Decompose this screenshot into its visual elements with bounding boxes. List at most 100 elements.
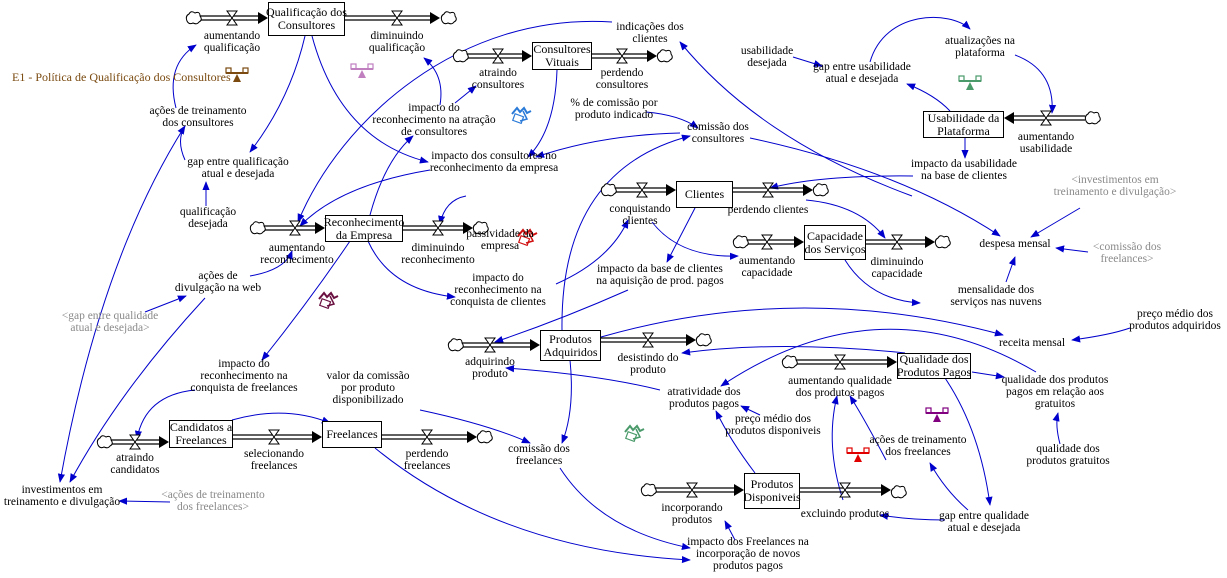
- stock-candidatos-a-freelances[interactable]: Candidatos a Freelances: [169, 420, 233, 448]
- valve-icon[interactable]: [636, 182, 648, 198]
- variable-qualidade-dos-produtos-pagos-em-relacao-aos-gratuitos[interactable]: qualidade dos produtos pagos em relação …: [1001, 374, 1109, 410]
- flow-arrow-icon: [887, 356, 897, 368]
- flow-conquistando-clientes[interactable]: [615, 182, 676, 198]
- variable-atratividade-dos-produtos-pagos[interactable]: atratividade dos produtos pagos: [667, 386, 741, 410]
- causal-link: [559, 467, 691, 550]
- valve-icon[interactable]: [616, 48, 628, 64]
- flow-aumentando-qualidade-dos-produtos-pagos[interactable]: [796, 354, 897, 370]
- flow-arrow-icon: [647, 50, 657, 62]
- flow-arrow-icon: [159, 436, 169, 448]
- variable-impacto-dos-freelances-na-incorporacao-de-novos-produtos-pagos[interactable]: impacto dos Freelances na incorporação d…: [687, 536, 809, 572]
- valve-icon[interactable]: [226, 10, 238, 26]
- flow-perdendo-freelances[interactable]: [382, 429, 477, 445]
- variable-qualidade-dos-produtos-gratuitos[interactable]: qualidade dos produtos gratuitos: [1026, 443, 1110, 467]
- causal-link: [1005, 256, 1016, 283]
- shadow-variable-comissao-dos-freelances[interactable]: <comissão dos freelances>: [1092, 241, 1162, 265]
- valve-icon[interactable]: [1040, 110, 1052, 126]
- valve-icon[interactable]: [484, 337, 496, 353]
- flow-selecionando-freelances[interactable]: [233, 429, 322, 445]
- flow-aumentando-usabilidade[interactable]: [1004, 110, 1085, 126]
- variable-despesa-mensal[interactable]: despesa mensal: [979, 238, 1051, 250]
- causal-link: [869, 16, 971, 63]
- valve-icon[interactable]: [834, 354, 846, 370]
- variable-impacto-do-reconhecimento-na-conquista-de-clientes[interactable]: impacto do reconhecimento na conquista d…: [450, 272, 546, 308]
- valve-icon[interactable]: [891, 234, 903, 250]
- cloud-icon: [732, 235, 749, 249]
- causal-link: [249, 35, 306, 153]
- causal-link: [1030, 207, 1081, 238]
- reinforcing-loop-icon: [624, 424, 645, 443]
- valve-icon[interactable]: [391, 10, 403, 26]
- variable-usabilidade-desejada[interactable]: usabilidade desejada: [740, 45, 794, 69]
- variable-impacto-da-usabilidade-na-base-de-clientes[interactable]: impacto da usabilidade na base de client…: [910, 158, 1018, 182]
- valve-icon[interactable]: [761, 234, 773, 250]
- valve-icon[interactable]: [642, 332, 654, 348]
- stock-produtos-adquiridos[interactable]: Produtos Adquiridos: [540, 330, 601, 361]
- variable-acoes-de-treinamento-dos-consultores[interactable]: ações de treinamento dos consultores: [149, 105, 247, 129]
- variable-gap-entre-qualidade-atual-e-desejada[interactable]: gap entre qualidade atual e desejada: [938, 510, 1030, 534]
- stock-qualificacao-dos-consultores[interactable]: Qualificação dos Consultores: [266, 2, 347, 36]
- shadow-variable-acoes-de-treinamento-dos-freelances[interactable]: <ações de treinamento dos freelances>: [161, 489, 265, 513]
- variable-impacto-do-reconhecimento-na-atracao-de-consultores[interactable]: impacto do reconhecimento na atração de …: [372, 102, 496, 138]
- flow-diminuindo-reconhecimento[interactable]: [403, 220, 473, 236]
- variable-impacto-do-reconhecimento-na-conquista-de-freelances[interactable]: impacto do reconhecimento na conquista d…: [190, 358, 298, 394]
- flow-diminuindo-capacidade[interactable]: [866, 234, 935, 250]
- variable-comissao-dos-freelances[interactable]: comissão dos freelances: [508, 443, 570, 467]
- stock-usabilidade-da-plataforma[interactable]: Usabilidade da Plataforma: [923, 111, 1004, 138]
- flow-aumentando-reconhecimento[interactable]: [264, 220, 325, 236]
- valve-icon[interactable]: [421, 429, 433, 445]
- variable-acoes-de-treinamento-dos-freelances[interactable]: ações de treinamento dos freelances: [869, 434, 967, 458]
- flow-adquirindo-produto[interactable]: [462, 337, 540, 353]
- shadow-variable-investimentos-em-treinamento-e-divulgacao[interactable]: <investimentos em treinamento e divulgaç…: [1053, 174, 1177, 198]
- variable-preco-medio-dos-produtos-adquiridos[interactable]: preço médio dos produtos adquiridos: [1129, 308, 1221, 332]
- variable-acoes-de-divulgacao-na-web[interactable]: ações de divulgação na web: [174, 270, 262, 294]
- variable-comissao-dos-consultores[interactable]: comissão dos consultores: [687, 121, 749, 145]
- variable-gap-entre-usabilidade-atual-e-desejada[interactable]: gap entre usabilidade atual e desejada: [813, 61, 911, 85]
- flow-atraindo-consultores[interactable]: [467, 48, 532, 64]
- variable-gap-entre-qualificacao-atual-e-desejada[interactable]: gap entre qualificação atual e desejada: [187, 156, 289, 180]
- flow-aumentando-capacidade[interactable]: [747, 234, 804, 250]
- flow-perdendo-consultores[interactable]: [592, 48, 657, 64]
- flow-arrow-icon: [430, 12, 440, 24]
- variable-preco-medio-dos-produtos-disponiveis[interactable]: preço médio dos produtos disponiveis: [725, 413, 821, 437]
- flow-atraindo-candidatos[interactable]: [111, 434, 169, 450]
- valve-icon[interactable]: [289, 220, 301, 236]
- valve-icon[interactable]: [432, 220, 444, 236]
- variable-impacto-da-base-de-clientes-na-aquisicao-de-prod-pagos[interactable]: impacto da base de clientes na aquisição…: [596, 263, 724, 287]
- valve-icon[interactable]: [268, 429, 280, 445]
- flow-aumentando-qualificacao[interactable]: [200, 10, 268, 26]
- variable-mensalidade-dos-servicos-nas-nuvens[interactable]: mensalidade dos serviços nas nuvens: [950, 284, 1042, 308]
- variable-valor-da-comissao-por-produto-disponibilizado[interactable]: valor da comissão por produto disponibil…: [326, 370, 410, 406]
- shadow-variable-gap-entre-qualidade-atual-e-desejada[interactable]: <gap entre qualidade atual e desejada>: [61, 310, 159, 334]
- stock-freelances[interactable]: Freelances: [322, 421, 382, 448]
- stock-clientes[interactable]: Clientes: [676, 181, 733, 208]
- stock-reconhecimento-da-empresa[interactable]: Reconhecimento da Empresa: [323, 214, 405, 242]
- stock-qualidade-dos-produtos-pagos[interactable]: Qualidade dos Produtos Pagos: [896, 352, 972, 379]
- flow-incorporando-produtos[interactable]: [655, 482, 744, 498]
- cloud-icon: [695, 333, 712, 347]
- variable-qualificacao-desejada[interactable]: qualificação desejada: [179, 206, 237, 230]
- variable-indicacoes-dos-clientes[interactable]: indicações dos clientes: [616, 21, 684, 45]
- flow-desistindo-do-produto[interactable]: [601, 332, 696, 348]
- causal-link: [438, 195, 467, 225]
- variable-de-comissao-por-produto-indicado[interactable]: % de comissão por produto indicado: [570, 97, 658, 121]
- flow-diminuindo-qualificacao[interactable]: [345, 10, 440, 26]
- valve-icon[interactable]: [129, 434, 141, 450]
- stock-produtos-disponiveis[interactable]: Produtos Disponiveis: [743, 473, 801, 509]
- flow-perdendo-clientes[interactable]: [733, 182, 813, 198]
- variable-passividade-da-empresa[interactable]: passividade da empresa: [466, 228, 534, 252]
- variable-impacto-dos-consultores-no-reconhecimento-da-empresa[interactable]: impacto dos consultores no reconheciment…: [429, 150, 559, 174]
- stock-consultores-vituais[interactable]: Consultores Vituais: [532, 42, 592, 70]
- valve-icon[interactable]: [839, 482, 851, 498]
- causal-link: [1055, 245, 1089, 253]
- flow-arrow-icon: [467, 431, 477, 443]
- valve-icon[interactable]: [762, 182, 774, 198]
- valve-icon[interactable]: [686, 482, 698, 498]
- variable-atualizacoes-na-plataforma[interactable]: atualizações na plataforma: [945, 35, 1015, 59]
- stock-capacidade-dos-servicos[interactable]: Capacidade dos Serviços: [804, 225, 866, 260]
- variable-investimentos-em-treinamento-e-divulgacao[interactable]: investimentos em treinamento e divulgaçã…: [3, 484, 121, 508]
- valve-icon[interactable]: [492, 48, 504, 64]
- flow-excluindo-produtos[interactable]: [800, 482, 891, 498]
- variable-receita-mensal[interactable]: receita mensal: [998, 337, 1066, 349]
